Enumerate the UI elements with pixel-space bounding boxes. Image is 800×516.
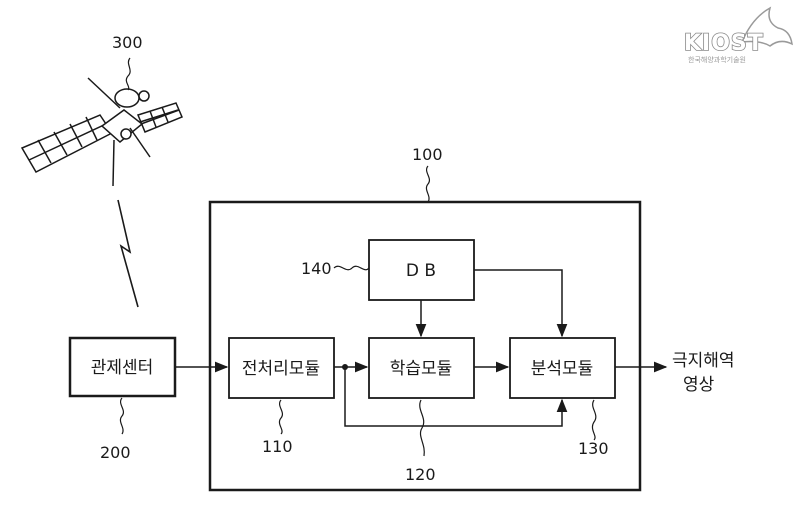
satellite-antenna xyxy=(87,77,121,109)
learning-ref-label: 120 xyxy=(405,465,436,484)
db-ref-label: 140 xyxy=(301,259,332,278)
preprocess-ref-label: 110 xyxy=(262,437,293,456)
satellite-body xyxy=(100,109,144,143)
control-center-label: 관제센터 xyxy=(91,358,154,378)
analysis-system-box xyxy=(208,200,642,492)
analysis-module-label: 분석모듈 xyxy=(531,359,594,379)
analysis-module-box xyxy=(509,337,616,399)
control-leader-line xyxy=(119,397,125,435)
solar-panel-right xyxy=(136,102,183,133)
preprocess-module-label: 전처리모듈 xyxy=(242,359,320,379)
output-label-line2: 영상 xyxy=(683,375,715,395)
learning-leader-line xyxy=(419,399,425,457)
logo-text: KIOST xyxy=(684,31,764,56)
output-label-line1: 극지해역 xyxy=(672,351,735,371)
db-to-analysis-arrow xyxy=(474,269,568,338)
satellite-dish xyxy=(114,88,140,108)
satellite-ref-label: 300 xyxy=(112,33,143,52)
kiost-logo: KIOST 한국해양과학기술원 xyxy=(683,6,793,64)
db-leader-line xyxy=(333,265,370,271)
satellite-icon xyxy=(20,77,183,187)
preprocess-leader-line xyxy=(278,399,284,435)
control-center-box xyxy=(68,336,177,398)
system-leader-line xyxy=(425,165,431,203)
db-box xyxy=(368,239,475,301)
preprocess-bypass-arrow xyxy=(344,367,568,427)
control-ref-label: 200 xyxy=(100,443,131,462)
system-ref-label: 100 xyxy=(412,145,443,164)
preprocess-module-box xyxy=(228,337,335,399)
bird-icon xyxy=(740,6,793,47)
satellite-leader-line xyxy=(125,57,131,91)
learning-module-box xyxy=(368,337,475,399)
logo-subtitle: 한국해양과학기술원 xyxy=(688,55,746,64)
satellite-sensor xyxy=(138,90,150,102)
analysis-ref-label: 130 xyxy=(578,439,609,458)
db-label: D B xyxy=(406,261,436,281)
analysis-leader-line xyxy=(591,399,597,441)
wireless-link-icon xyxy=(117,199,139,308)
solar-panel-left xyxy=(20,114,114,173)
junction-dot xyxy=(342,364,348,370)
learning-module-label: 학습모듈 xyxy=(390,359,453,379)
